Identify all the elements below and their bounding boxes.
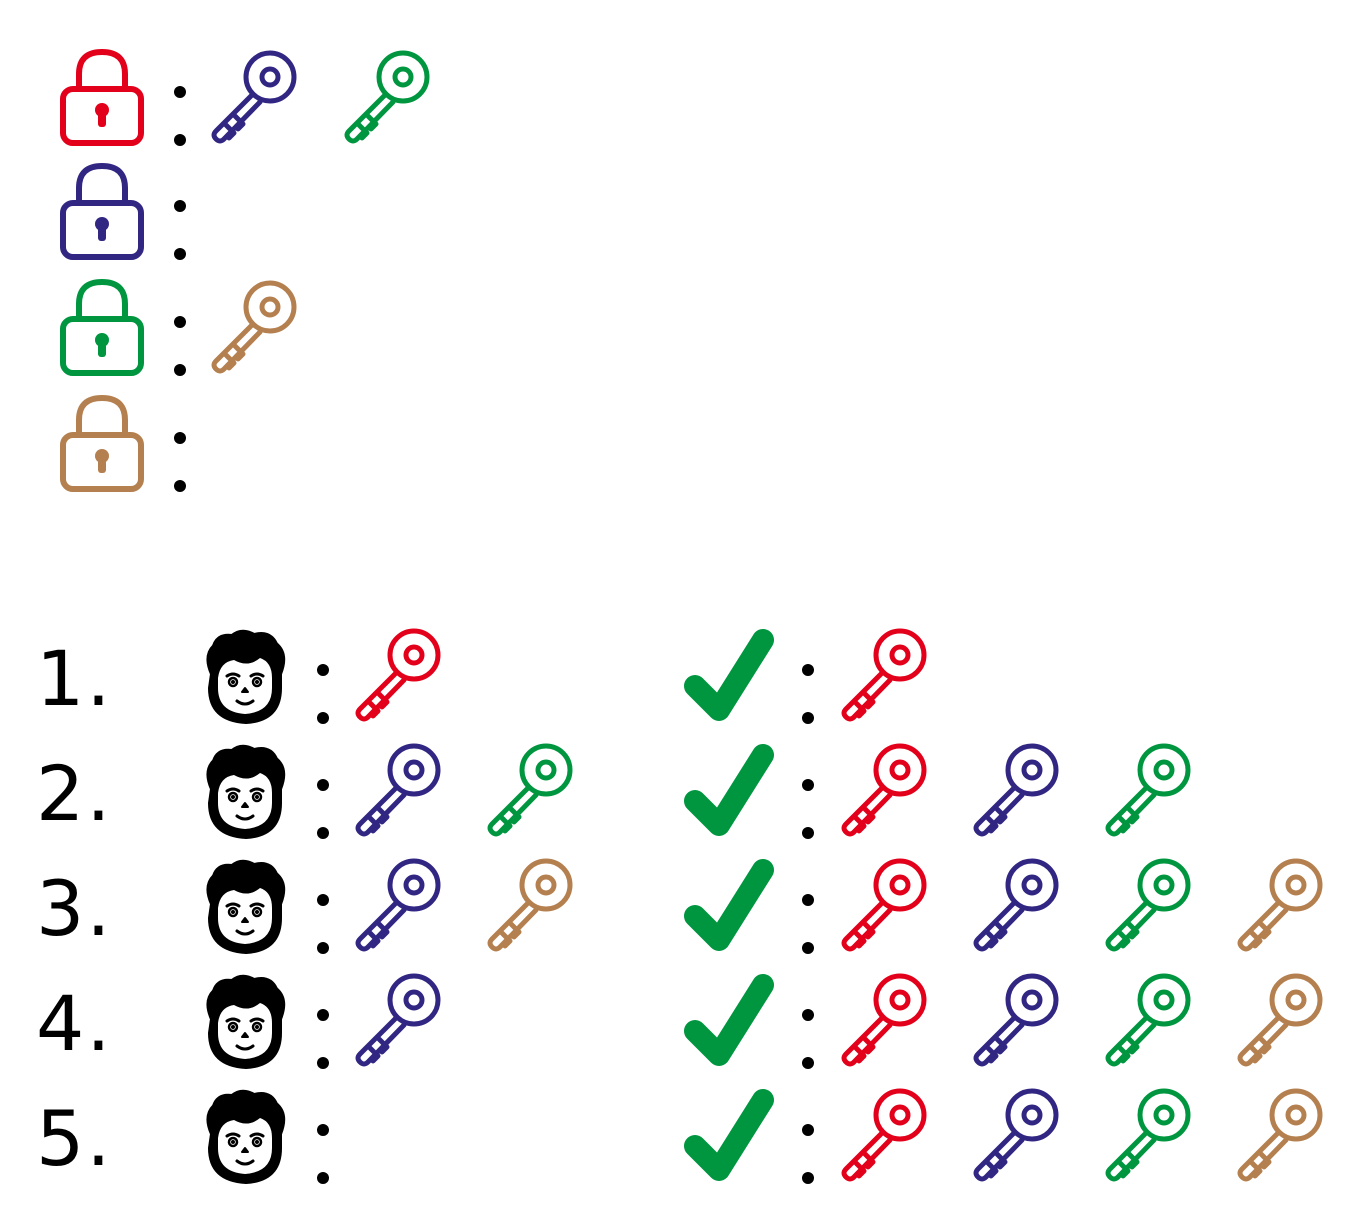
step-row-5: 5.: [0, 1085, 1354, 1200]
lock-rule-blue: [0, 161, 1354, 276]
key-green-icon: [1096, 970, 1196, 1070]
colon-separator: [172, 196, 188, 266]
key-tan-icon: [202, 277, 302, 377]
step-number: 2.: [36, 749, 113, 838]
colon-separator: [172, 82, 188, 152]
colon-separator: [800, 890, 816, 960]
key-blue-icon: [964, 855, 1064, 955]
lock-tan-icon: [57, 393, 147, 493]
key-red-icon: [832, 740, 932, 840]
checkmark-icon: [683, 973, 774, 1073]
key-blue-icon: [346, 855, 446, 955]
checkmark-icon: [683, 628, 774, 728]
lock-green-icon: [57, 277, 147, 377]
step-row-4: 4.: [0, 970, 1354, 1085]
colon-separator: [800, 1005, 816, 1075]
key-red-icon: [832, 625, 932, 725]
person-face-icon: [200, 973, 290, 1073]
step-row-2: 2.: [0, 740, 1354, 855]
step-number: 1.: [36, 634, 113, 723]
lock-rule-tan: [0, 393, 1354, 508]
key-red-icon: [346, 625, 446, 725]
lock-red-icon: [57, 47, 147, 147]
colon-separator: [315, 890, 331, 960]
checkmark-icon: [683, 1088, 774, 1188]
person-face-icon: [200, 858, 290, 958]
key-blue-icon: [346, 970, 446, 1070]
lock-rule-green: [0, 277, 1354, 392]
key-red-icon: [832, 855, 932, 955]
key-red-icon: [832, 970, 932, 1070]
key-blue-icon: [202, 47, 302, 147]
key-tan-icon: [1228, 970, 1328, 1070]
step-number: 3.: [36, 864, 113, 953]
colon-separator: [172, 312, 188, 382]
key-green-icon: [335, 47, 435, 147]
person-face-icon: [200, 1088, 290, 1188]
key-tan-icon: [478, 855, 578, 955]
lock-blue-icon: [57, 161, 147, 261]
key-green-icon: [1096, 740, 1196, 840]
step-number: 5.: [36, 1094, 113, 1183]
colon-separator: [800, 1120, 816, 1190]
key-red-icon: [832, 1085, 932, 1185]
colon-separator: [315, 1005, 331, 1075]
colon-separator: [800, 660, 816, 730]
step-number: 4.: [36, 979, 113, 1068]
key-tan-icon: [1228, 1085, 1328, 1185]
key-green-icon: [478, 740, 578, 840]
key-blue-icon: [964, 970, 1064, 1070]
step-row-3: 3.: [0, 855, 1354, 970]
colon-separator: [172, 428, 188, 498]
colon-separator: [800, 775, 816, 845]
person-face-icon: [200, 628, 290, 728]
step-row-1: 1.: [0, 625, 1354, 740]
colon-separator: [315, 660, 331, 730]
colon-separator: [315, 1120, 331, 1190]
colon-separator: [315, 775, 331, 845]
key-green-icon: [1096, 855, 1196, 955]
key-green-icon: [1096, 1085, 1196, 1185]
person-face-icon: [200, 743, 290, 843]
key-blue-icon: [964, 740, 1064, 840]
key-blue-icon: [964, 1085, 1064, 1185]
key-blue-icon: [346, 740, 446, 840]
lock-rule-red: [0, 47, 1354, 162]
checkmark-icon: [683, 743, 774, 843]
checkmark-icon: [683, 858, 774, 958]
key-tan-icon: [1228, 855, 1328, 955]
